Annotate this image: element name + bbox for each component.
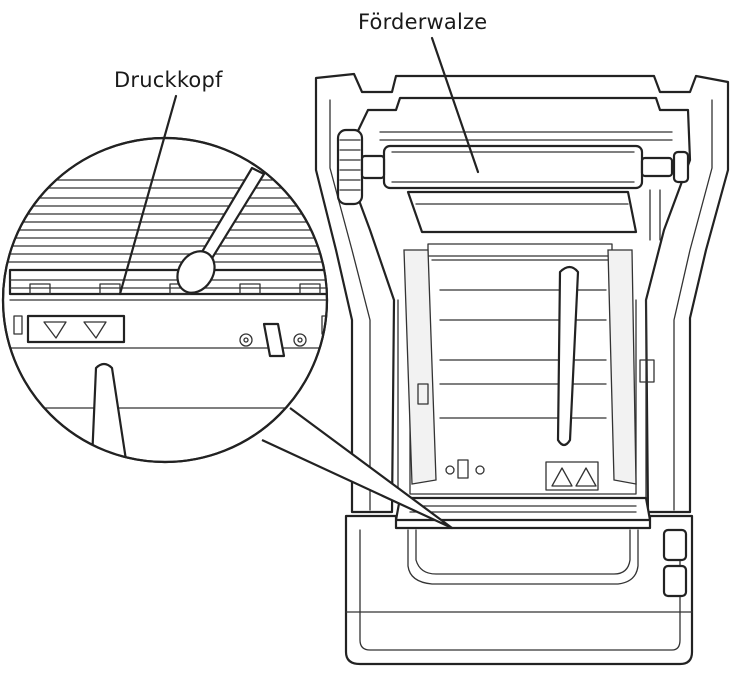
- feed-roller-label: Förderwalze: [358, 10, 488, 34]
- cleaning-swab: [176, 166, 266, 294]
- magnified-detail: [1, 136, 454, 530]
- printer-front-base: [344, 514, 694, 666]
- printer-body: [314, 72, 730, 514]
- feed-roller-leader-line: [430, 36, 480, 174]
- print-head-leader-line: [118, 94, 178, 296]
- print-head-label: Druckkopf: [114, 68, 223, 92]
- paper-guide: [403, 190, 655, 491]
- feed-roller: [336, 128, 690, 241]
